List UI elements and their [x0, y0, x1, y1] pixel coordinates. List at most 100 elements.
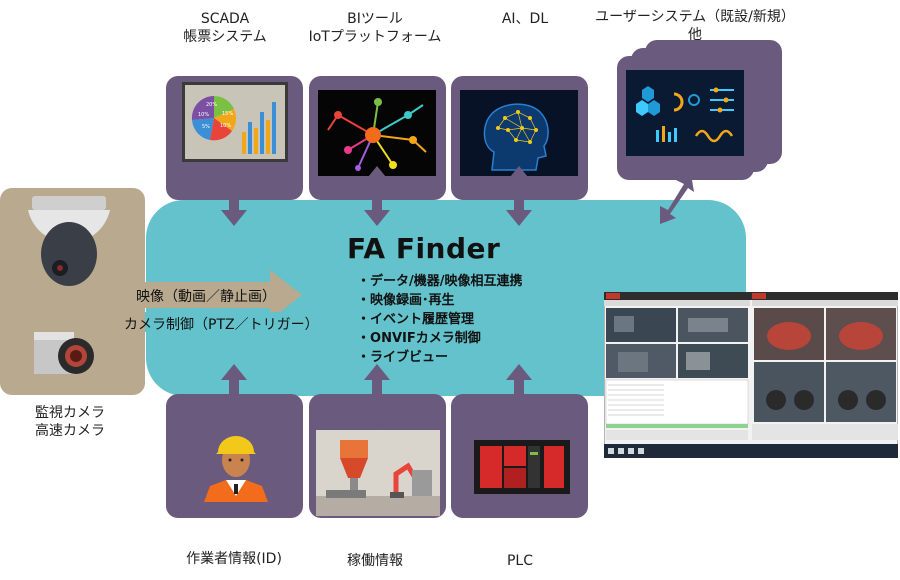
event-list [605, 379, 749, 425]
video-machine [688, 318, 728, 332]
bar [254, 128, 258, 154]
bi-label-line1: BIツール [347, 11, 403, 27]
scada-label-line1: SCADA [200, 11, 250, 27]
taskbar-icons [608, 448, 644, 454]
network-node [344, 146, 352, 154]
operation-label: 稼働情報 [347, 553, 403, 569]
network-node [404, 111, 412, 119]
video-robot [767, 322, 811, 350]
dome-camera-lens-cover [41, 222, 97, 286]
dome-camera-image [28, 196, 110, 286]
video-wheel [794, 390, 814, 410]
camera-label: 監視カメラ 高速カメラ [20, 404, 120, 440]
network-node [334, 111, 342, 119]
plc-led [530, 452, 538, 455]
feature-item: イベント履歴管理 [357, 310, 523, 329]
arrow-group [221, 166, 694, 426]
user-system-label-line2: 他 [688, 27, 702, 43]
pie-chart: 20% 15% 10% 5% 10% [191, 95, 237, 141]
user-system-double-arrow [660, 168, 694, 224]
hard-hat-icon [216, 436, 256, 454]
app-logo [606, 293, 620, 299]
industrial-camera-image [34, 332, 94, 374]
taskbar-icon [608, 448, 614, 454]
user-system-label: ユーザーシステム（既設/新規） 他 [570, 8, 820, 44]
plc-io [528, 446, 540, 488]
right-toolbar [752, 300, 898, 306]
feature-item: 映像録画･再生 [357, 291, 523, 310]
video-tile [826, 362, 896, 422]
worker-image [204, 436, 268, 502]
id-lanyard [234, 484, 238, 494]
slider-knob [713, 87, 719, 93]
status-strip [606, 424, 748, 428]
scada-chart-image: 20% 15% 10% 5% 10% [182, 82, 288, 162]
pie-label: 10% [198, 112, 209, 118]
bar [248, 122, 252, 154]
pie-label: 10% [220, 123, 231, 129]
left-controls [606, 430, 748, 440]
robot-base [390, 492, 404, 498]
ai-double-arrow [506, 166, 532, 226]
hopper-stem [350, 478, 358, 496]
video-flow-label: 映像（動画／静止画） [136, 289, 276, 305]
operation-factory-image [316, 430, 440, 516]
bi-label-line2: IoTプラットフォーム [308, 29, 442, 45]
pie-slice [214, 96, 234, 118]
left-toolbar [604, 300, 750, 306]
plc-module [504, 468, 526, 488]
app-logo [752, 293, 766, 299]
taskbar-icon [618, 448, 624, 454]
camera-label-line1: 監視カメラ [35, 405, 105, 421]
wave-line [694, 129, 734, 143]
ai-label-line1: AI、DL [501, 11, 549, 27]
bar [242, 132, 246, 154]
video-wheel [838, 390, 858, 410]
scada-double-arrow [221, 166, 247, 226]
video-machine [614, 316, 634, 332]
left-video-grid [606, 308, 748, 378]
mini-bar [668, 132, 671, 142]
worker-eye [240, 458, 244, 462]
dome-camera-lens-center [57, 265, 63, 271]
fa-finder-software-screenshot [604, 292, 898, 458]
feature-item: ONVIFカメラ制御 [357, 329, 523, 348]
event-list-rows [608, 384, 664, 416]
camera-label-line2: 高速カメラ [35, 423, 105, 439]
right-video-grid [754, 308, 896, 422]
video-tile [754, 362, 824, 422]
bi-network-image [318, 90, 436, 176]
taskbar-icon [628, 448, 634, 454]
mini-bars [656, 126, 677, 142]
ai-label: AI、DL [470, 10, 580, 28]
head-silhouette [483, 103, 549, 171]
gauge-ring [688, 94, 700, 106]
bar [272, 102, 276, 154]
pie-slice [191, 95, 214, 120]
plc-label: PLC [506, 553, 534, 569]
user-system-label-line1: ユーザーシステム（既設/新規） [595, 9, 795, 25]
worker-eye [228, 458, 232, 462]
worker-label: 作業者情報(ID) [186, 551, 282, 567]
feature-list: データ/機器/映像相互連携 映像録画･再生 イベント履歴管理 ONVIFカメラ制… [357, 272, 523, 367]
camera-body-top [34, 332, 74, 340]
factory-floor [316, 496, 440, 516]
bi-label: BIツール IoTプラットフォーム [295, 10, 455, 46]
hexagon [648, 100, 660, 116]
feature-item: データ/機器/映像相互連携 [357, 272, 523, 291]
plc-module [480, 446, 502, 488]
bar [260, 112, 264, 154]
machine-cabinet [412, 470, 432, 496]
right-controls [752, 424, 898, 440]
slider-knob [717, 107, 723, 113]
pie-label: 20% [206, 102, 217, 108]
network-node [389, 161, 397, 169]
scada-label-line2: 帳票システム [183, 29, 267, 45]
pie-label: 5% [202, 124, 210, 130]
mini-bar [662, 126, 665, 142]
bar-chart [242, 102, 276, 154]
hopper-top [340, 440, 368, 458]
feature-item: ライブビュー [357, 348, 523, 367]
hopper-funnel [340, 458, 368, 478]
video-wheel [766, 390, 786, 410]
